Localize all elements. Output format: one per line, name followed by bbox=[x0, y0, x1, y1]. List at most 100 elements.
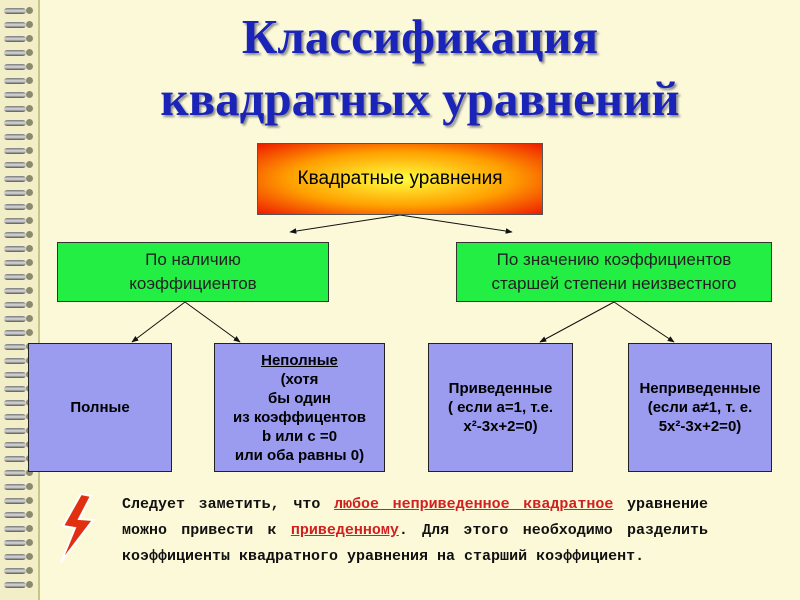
binding-hole bbox=[26, 287, 33, 294]
binding-ring bbox=[4, 512, 26, 518]
note-text-2: уравнение можно привести к bbox=[122, 496, 708, 539]
binding-ring bbox=[4, 64, 26, 70]
leaf-nonreduced-line: (если а≠1, т. е. bbox=[647, 399, 753, 416]
binding-ring bbox=[4, 36, 26, 42]
branch-2-line-1: По значению коэффициентов bbox=[496, 250, 732, 269]
leaf-nonreduced-line: 5х²-3х+2=0) bbox=[658, 418, 742, 435]
binding-ring bbox=[4, 540, 26, 546]
binding-ring bbox=[4, 428, 26, 434]
binding-hole bbox=[26, 553, 33, 560]
binding-hole bbox=[26, 497, 33, 504]
binding-ring bbox=[4, 218, 26, 224]
arrow-root-to-leading bbox=[399, 214, 513, 234]
binding-hole bbox=[26, 63, 33, 70]
root-node-quadratic-equations: Квадратные уравнения bbox=[257, 143, 543, 215]
binding-hole bbox=[26, 245, 33, 252]
leaf-incomplete-line: из коэффицентов bbox=[232, 408, 367, 426]
binding-hole bbox=[26, 161, 33, 168]
binding-ring bbox=[4, 400, 26, 406]
binding-ring bbox=[4, 8, 26, 14]
binding-hole bbox=[26, 49, 33, 56]
binding-hole bbox=[26, 259, 33, 266]
branch-by-coefficient-presence: По наличию коэффициентов bbox=[57, 242, 329, 302]
note-text-1: Следует заметить, что bbox=[122, 496, 334, 513]
binding-hole bbox=[26, 77, 33, 84]
binding-hole bbox=[26, 175, 33, 182]
branch-1-line-1: По наличию bbox=[145, 250, 241, 269]
root-node-label: Квадратные уравнения bbox=[297, 168, 503, 189]
arrow-root-to-presence bbox=[289, 214, 401, 234]
binding-ring bbox=[4, 330, 26, 336]
binding-hole bbox=[26, 539, 33, 546]
note-text-3: . Для этого необходимо разделить коэффиц… bbox=[122, 522, 709, 565]
binding-hole bbox=[26, 147, 33, 154]
binding-ring bbox=[4, 78, 26, 84]
leaf-incomplete-line: или оба равны 0) bbox=[234, 446, 365, 464]
binding-hole bbox=[26, 119, 33, 126]
binding-ring bbox=[4, 358, 26, 364]
binding-ring bbox=[4, 344, 26, 350]
branch-1-line-2: коэффициентов bbox=[129, 274, 257, 293]
leaf-incomplete-line: бы один bbox=[267, 389, 331, 407]
binding-hole bbox=[26, 469, 33, 476]
binding-ring bbox=[4, 288, 26, 294]
binding-hole bbox=[26, 301, 33, 308]
branch-2-line-2: старшей степени неизвестного bbox=[491, 274, 737, 293]
binding-hole bbox=[26, 133, 33, 140]
binding-hole bbox=[26, 525, 33, 532]
binding-hole bbox=[26, 189, 33, 196]
binding-ring bbox=[4, 246, 26, 252]
binding-ring bbox=[4, 498, 26, 504]
binding-hole bbox=[26, 203, 33, 210]
leaf-full-equations: Полные bbox=[28, 343, 172, 472]
binding-ring bbox=[4, 148, 26, 154]
binding-ring bbox=[4, 484, 26, 490]
leaf-reduced-equations: Приведенные ( если а=1, т.е. х²-3х+2=0) bbox=[428, 343, 573, 472]
binding-hole bbox=[26, 511, 33, 518]
arrow-presence-to-incomplete bbox=[184, 301, 241, 343]
binding-ring bbox=[4, 316, 26, 322]
leaf-incomplete-equations: Неполные (хотя бы один из коэффицентов b… bbox=[214, 343, 385, 472]
binding-hole bbox=[26, 315, 33, 322]
binding-ring bbox=[4, 442, 26, 448]
binding-ring bbox=[4, 22, 26, 28]
binding-ring bbox=[4, 260, 26, 266]
binding-ring bbox=[4, 162, 26, 168]
title-line-2: квадратных уравнений bbox=[160, 71, 680, 126]
binding-ring bbox=[4, 106, 26, 112]
binding-ring bbox=[4, 232, 26, 238]
note-paragraph: Следует заметить, что любое неприведенно… bbox=[122, 492, 708, 570]
lightning-bolt-icon bbox=[60, 492, 95, 563]
binding-hole bbox=[26, 7, 33, 14]
leaf-nonreduced-line: Неприведенные bbox=[639, 380, 761, 397]
arrow-presence-to-full bbox=[131, 301, 186, 343]
binding-hole bbox=[26, 35, 33, 42]
binding-ring bbox=[4, 274, 26, 280]
binding-ring bbox=[4, 134, 26, 140]
binding-ring bbox=[4, 554, 26, 560]
binding-hole bbox=[26, 91, 33, 98]
branch-by-leading-coefficient: По значению коэффициентов старшей степен… bbox=[456, 242, 772, 302]
binding-hole bbox=[26, 483, 33, 490]
binding-ring bbox=[4, 302, 26, 308]
binding-hole bbox=[26, 329, 33, 336]
title-line-1: Классификация bbox=[241, 9, 599, 64]
page-title: Классификация квадратных уравнений bbox=[40, 6, 800, 130]
binding-ring bbox=[4, 414, 26, 420]
binding-hole bbox=[26, 105, 33, 112]
binding-ring bbox=[4, 470, 26, 476]
arrow-leading-to-nonreduced bbox=[613, 301, 675, 343]
binding-hole bbox=[26, 231, 33, 238]
leaf-reduced-line: ( если а=1, т.е. bbox=[447, 399, 554, 416]
binding-ring bbox=[4, 92, 26, 98]
note-highlight-2: приведенному bbox=[290, 522, 399, 539]
binding-ring bbox=[4, 526, 26, 532]
arrow-leading-to-reduced bbox=[539, 301, 615, 343]
note-highlight-1: любое неприведенное квадратное bbox=[333, 496, 614, 513]
binding-ring bbox=[4, 582, 26, 588]
binding-ring bbox=[4, 190, 26, 196]
leaf-nonreduced-equations: Неприведенные (если а≠1, т. е. 5х²-3х+2=… bbox=[628, 343, 772, 472]
spiral-binding bbox=[0, 0, 40, 600]
binding-ring bbox=[4, 120, 26, 126]
binding-hole bbox=[26, 21, 33, 28]
